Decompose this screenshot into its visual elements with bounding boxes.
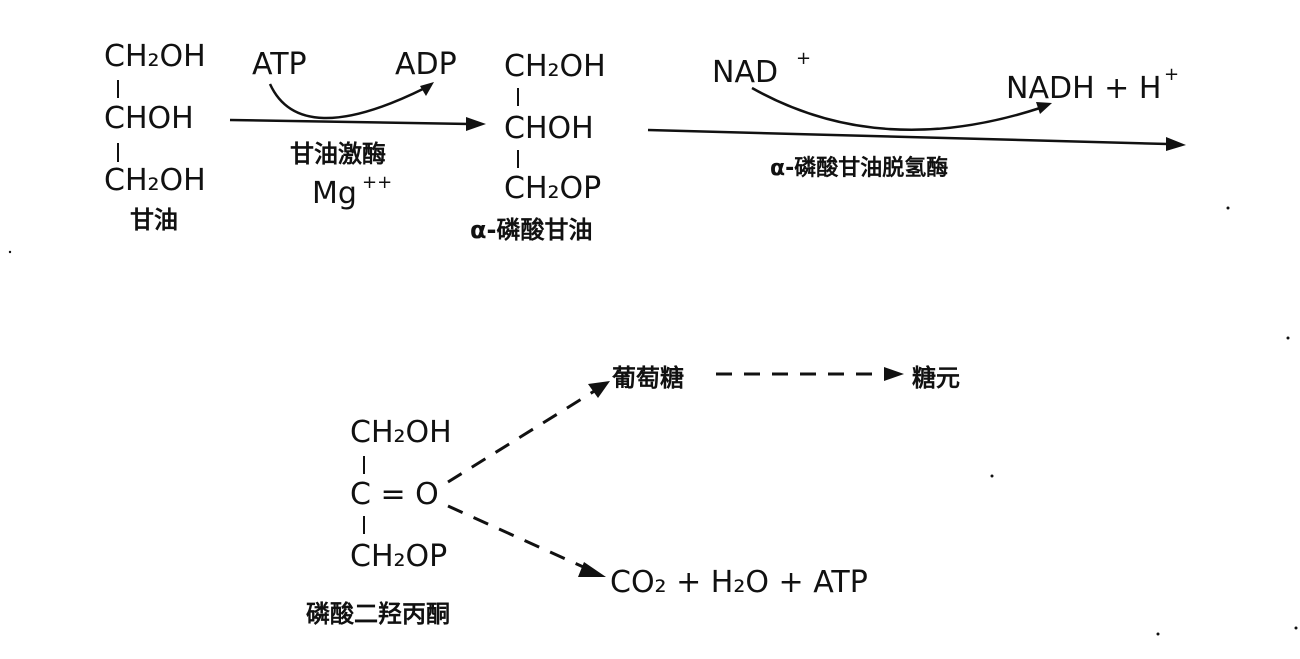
mg-ion-label: Mg xyxy=(312,176,357,211)
g3p-row2: CHOH xyxy=(504,111,594,146)
kinase-arrowhead xyxy=(466,117,486,131)
g3p-label: α-磷酸甘油 xyxy=(470,216,592,244)
nad-nadh-curve-arrow xyxy=(751,86,1041,131)
g3p-row3: CH₂OP xyxy=(504,171,601,206)
nad-label: NAD xyxy=(712,55,778,90)
atp-label: ATP xyxy=(252,47,307,82)
dehydrogenase-reaction: NAD + NADH + H + α-磷酸甘油脱氢酶 xyxy=(647,48,1186,181)
nadh-charge: + xyxy=(1164,64,1179,85)
glycogen-arrowhead xyxy=(884,367,904,381)
dhap-row1: CH₂OH xyxy=(350,415,452,450)
glycerol-kinase-label: 甘油激酶 xyxy=(290,140,386,168)
g3p-row1: CH₂OH xyxy=(504,49,606,84)
kinase-main-arrow xyxy=(229,118,471,126)
dhap-row3: CH₂OP xyxy=(350,539,447,574)
glycerol-label: 甘油 xyxy=(130,206,178,234)
dehydrogenase-main-arrow xyxy=(647,128,1169,146)
to-glucose-dashed-arrow xyxy=(447,388,597,484)
adp-arrowhead xyxy=(420,82,434,96)
glucose-label: 葡萄糖 xyxy=(611,364,684,392)
oxidation-arrowhead xyxy=(578,562,606,577)
branch-arrows: 葡萄糖 糖元 CO₂ + H₂O + ATP xyxy=(447,364,960,600)
glycerol-structure: CH₂OH CHOH CH₂OH 甘油 xyxy=(104,39,206,234)
dhap-label: 磷酸二羟丙酮 xyxy=(306,600,450,628)
oxidation-products-label: CO₂ + H₂O + ATP xyxy=(610,565,868,600)
nad-charge: + xyxy=(796,48,811,69)
glycerol-row3: CH₂OH xyxy=(104,163,206,198)
mg-ion-charge: ++ xyxy=(362,172,392,193)
dhap-structure: CH₂OH C = O CH₂OP 磷酸二羟丙酮 xyxy=(306,415,452,628)
glucose-arrowhead xyxy=(588,381,610,398)
to-oxidation-dashed-arrow xyxy=(447,504,591,572)
glycogen-label: 糖元 xyxy=(912,364,960,392)
g3p-dehydrogenase-label: α-磷酸甘油脱氢酶 xyxy=(770,155,948,181)
dhap-row2: C = O xyxy=(350,477,439,512)
glycerol-row1: CH₂OH xyxy=(104,39,206,74)
glycerol-3-phosphate-structure: CH₂OH CHOH CH₂OP α-磷酸甘油 xyxy=(470,49,606,244)
adp-label: ADP xyxy=(395,47,457,82)
nadh-arrowhead xyxy=(1036,102,1052,114)
dehydrogenase-arrowhead xyxy=(1166,137,1186,151)
atp-adp-curve-arrow xyxy=(268,83,426,120)
glycerol-row2: CHOH xyxy=(104,101,194,136)
kinase-reaction: ATP ADP 甘油激酶 Mg ++ xyxy=(229,47,486,211)
nadh-label: NADH + H xyxy=(1006,71,1161,106)
scan-specks xyxy=(8,206,1298,636)
